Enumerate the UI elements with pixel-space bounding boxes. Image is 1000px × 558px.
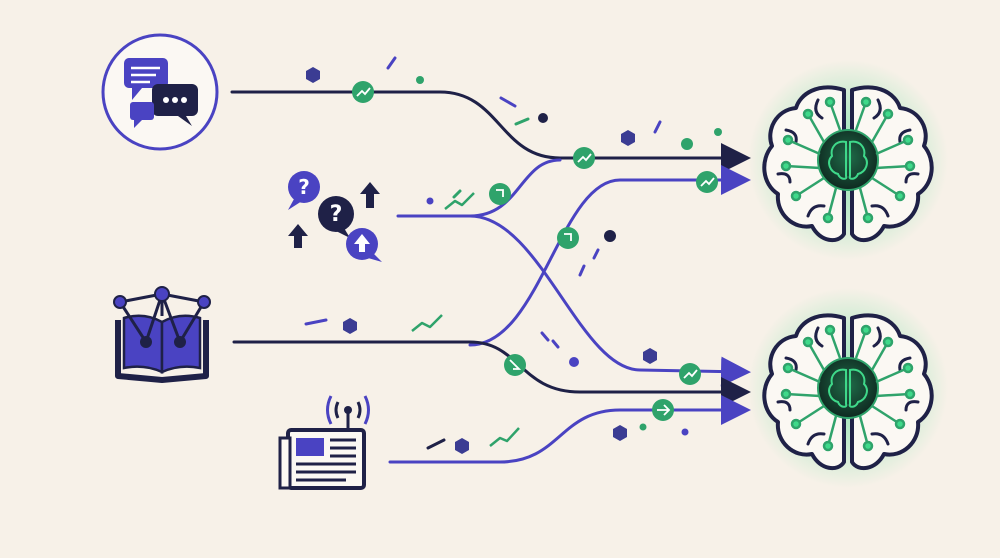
dot-particle xyxy=(604,230,616,242)
flow-node xyxy=(557,227,579,249)
flow-node xyxy=(352,81,374,103)
trend-up-icon xyxy=(489,427,520,447)
flow-node xyxy=(489,183,511,205)
cube-particle xyxy=(643,348,657,364)
chat-bubbles-icon xyxy=(101,33,219,151)
cube-particle xyxy=(613,425,627,441)
flow-node xyxy=(652,399,674,421)
questions-upvotes-icon: ? ? xyxy=(288,171,382,262)
dot-particle xyxy=(569,357,579,367)
dot-particle xyxy=(681,428,689,436)
dot-particle xyxy=(639,423,647,431)
flow-node xyxy=(573,147,595,169)
svg-text:?: ? xyxy=(330,202,343,227)
ai-brain-icon xyxy=(748,60,948,260)
dash-particles xyxy=(304,56,662,450)
trend-up-icon xyxy=(444,192,475,210)
flow-line-news-to-brain-bottom xyxy=(388,395,751,464)
flow-line-questions-to-brain-bottom xyxy=(468,214,751,387)
cube-particle xyxy=(621,130,635,146)
flow-line-book-to-brain-top xyxy=(468,165,751,347)
flow-node xyxy=(679,363,701,385)
flow-line-book-to-brain-bottom xyxy=(232,340,751,407)
cube-particle xyxy=(343,318,357,334)
cube-particle xyxy=(455,438,469,454)
dot-particle xyxy=(714,128,722,136)
dot-particle xyxy=(416,76,424,84)
data-particles xyxy=(304,56,722,454)
dot-particle xyxy=(426,197,434,205)
cube-particle xyxy=(306,67,320,83)
ai-brain-icon xyxy=(746,286,950,490)
flow-line-questions-to-brain-top xyxy=(396,158,562,218)
dot-particle xyxy=(681,138,693,150)
trend-up-icon xyxy=(411,314,443,332)
flow-line-chat-to-brain-top xyxy=(230,90,751,173)
flow-node xyxy=(696,171,718,193)
flow-node xyxy=(504,354,526,376)
trend-particles xyxy=(411,192,520,447)
news-broadcast-icon xyxy=(278,395,370,490)
dot-particle xyxy=(538,113,548,123)
svg-text:?: ? xyxy=(298,175,310,199)
knowledge-book-icon xyxy=(113,286,211,383)
flow-nodes xyxy=(352,81,718,421)
